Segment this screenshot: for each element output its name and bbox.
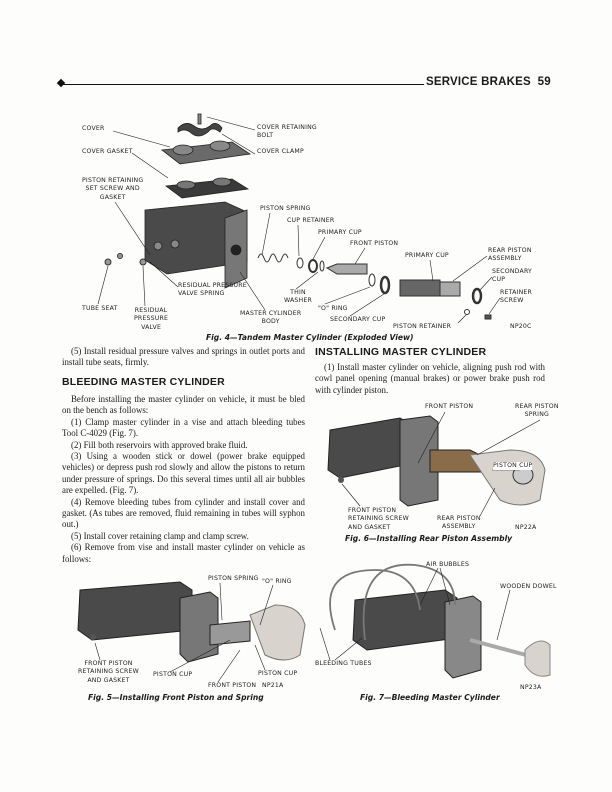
- label-front-piston: FRONT PISTON: [425, 403, 474, 410]
- label-piston-cup: PISTON CUP: [153, 671, 193, 678]
- label-line: SCREW: [500, 297, 524, 305]
- step: (1) Clamp master cylinder in a vise and …: [62, 416, 305, 439]
- label-line: SET SCREW AND: [85, 185, 140, 193]
- figure-code: NP20C: [510, 323, 532, 330]
- label-line: BODY: [261, 318, 280, 326]
- label-front-piston: FRONT PISTON: [208, 682, 257, 689]
- label-line: WASHER: [284, 297, 313, 305]
- label-primary-cup: PRIMARY CUP: [318, 229, 362, 236]
- label-line: VALVE: [141, 323, 162, 331]
- label-line: COVER RETAINING: [257, 124, 317, 131]
- fig4-exploded-illustration: [97, 113, 501, 324]
- label-cover: COVER: [82, 125, 105, 132]
- paragraph: (1) Install master cylinder on vehicle, …: [315, 362, 545, 395]
- label-cover-clamp: COVER CLAMP: [257, 148, 304, 155]
- label-line: REAR PISTON: [515, 403, 559, 410]
- label-line: THIN: [290, 289, 306, 296]
- left-column-steps: Before installing the master cylinder on…: [62, 394, 305, 565]
- step: (6) Remove from vise and install master …: [62, 542, 305, 564]
- fig7-caption: Fig. 7—Bleeding Master Cylinder: [360, 693, 500, 702]
- label-line: BOLT: [257, 132, 274, 140]
- label-primary-cup-rear: PRIMARY CUP: [405, 252, 449, 259]
- label-line: GASKET: [99, 193, 126, 201]
- running-header: SERVICE BRAKES 59: [426, 76, 551, 88]
- step: (2) Fill both reservoirs with approved b…: [71, 439, 248, 450]
- paragraph: Before installing the master cylinder on…: [62, 394, 305, 416]
- label-line: VALVE SPRING: [178, 290, 225, 298]
- label-line: REAR PISTON: [437, 515, 481, 522]
- label-line: ASSEMBLY: [488, 255, 522, 263]
- label-o-ring: "O" RING: [318, 305, 348, 312]
- label-line: ASSEMBLY: [442, 523, 476, 531]
- label-line: FRONT PISTON: [348, 507, 397, 514]
- label-line: FRONT PISTON: [84, 660, 133, 667]
- label-air-bubbles: AIR BUBBLES: [426, 561, 470, 568]
- label-line: RETAINING SCREW: [78, 668, 139, 676]
- label-line: RETAINER: [500, 289, 533, 296]
- label-line: PRESSURE: [134, 315, 169, 323]
- label-line: SPRING: [524, 411, 550, 419]
- fig6-caption: Fig. 6—Installing Rear Piston Assembly: [345, 534, 513, 543]
- label-line: REAR PISTON: [488, 247, 532, 254]
- fig5-caption: Fig. 5—Installing Front Piston and Sprin…: [88, 693, 264, 702]
- label-line: AND GASKET: [87, 676, 130, 684]
- heading-bleeding: BLEEDING MASTER CYLINDER: [62, 376, 225, 388]
- paragraph: (5) Install residual pressure valves and…: [62, 346, 305, 368]
- step: (3) Using a wooden stick or dowel (power…: [62, 451, 305, 496]
- label-bleeding-tubes: BLEEDING TUBES: [315, 660, 372, 667]
- right-column-p1: (1) Install master cylinder on vehicle, …: [315, 362, 545, 396]
- label-piston-spring: PISTON SPRING: [208, 575, 259, 582]
- label-line: AND GASKET: [348, 523, 391, 531]
- label-tube-seat: TUBE SEAT: [82, 305, 118, 312]
- label-line: RESIDUAL PRESSURE: [178, 282, 247, 289]
- label-line: PISTON RETAINING: [82, 177, 144, 184]
- label-piston-cup-2: PISTON CUP: [258, 670, 298, 677]
- step: (4) Remove bleeding tubes from cylinder …: [62, 496, 305, 530]
- label-o-ring: "O" RING: [262, 578, 292, 585]
- figure-code: NP23A: [520, 684, 542, 691]
- label-line: SECONDARY: [492, 268, 533, 275]
- page-number: 59: [537, 76, 551, 88]
- left-column-p5: (5) Install residual pressure valves and…: [62, 346, 305, 369]
- label-cover-gasket: COVER GASKET: [82, 148, 133, 155]
- figure-code: NP21A: [262, 682, 284, 689]
- fig4-caption: Fig. 4—Tandem Master Cylinder (Exploded …: [206, 333, 414, 342]
- label-piston-retainer: PISTON RETAINER: [393, 323, 452, 330]
- label-line: MASTER CYLINDER: [240, 310, 302, 317]
- label-wooden-dowel: WOODEN DOWEL: [500, 583, 557, 590]
- step: (5) Install cover retaining clamp and cl…: [71, 530, 249, 541]
- label-piston-spring: PISTON SPRING: [260, 205, 311, 212]
- header-rule: [62, 84, 424, 85]
- figure-code: NP22A: [515, 524, 537, 531]
- label-front-piston: FRONT PISTON: [350, 240, 399, 247]
- label-piston-cup: PISTON CUP: [493, 462, 533, 471]
- label-line: RETAINING SCREW: [348, 515, 409, 523]
- section-title: SERVICE BRAKES: [426, 76, 531, 88]
- label-cup-retainer: CUP RETAINER: [287, 217, 335, 224]
- heading-installing: INSTALLING MASTER CYLINDER: [315, 346, 487, 358]
- label-line: RESIDUAL: [134, 307, 168, 314]
- label-secondary-cup-lower: SECONDARY CUP: [330, 316, 386, 323]
- label-line: CUP: [492, 276, 506, 284]
